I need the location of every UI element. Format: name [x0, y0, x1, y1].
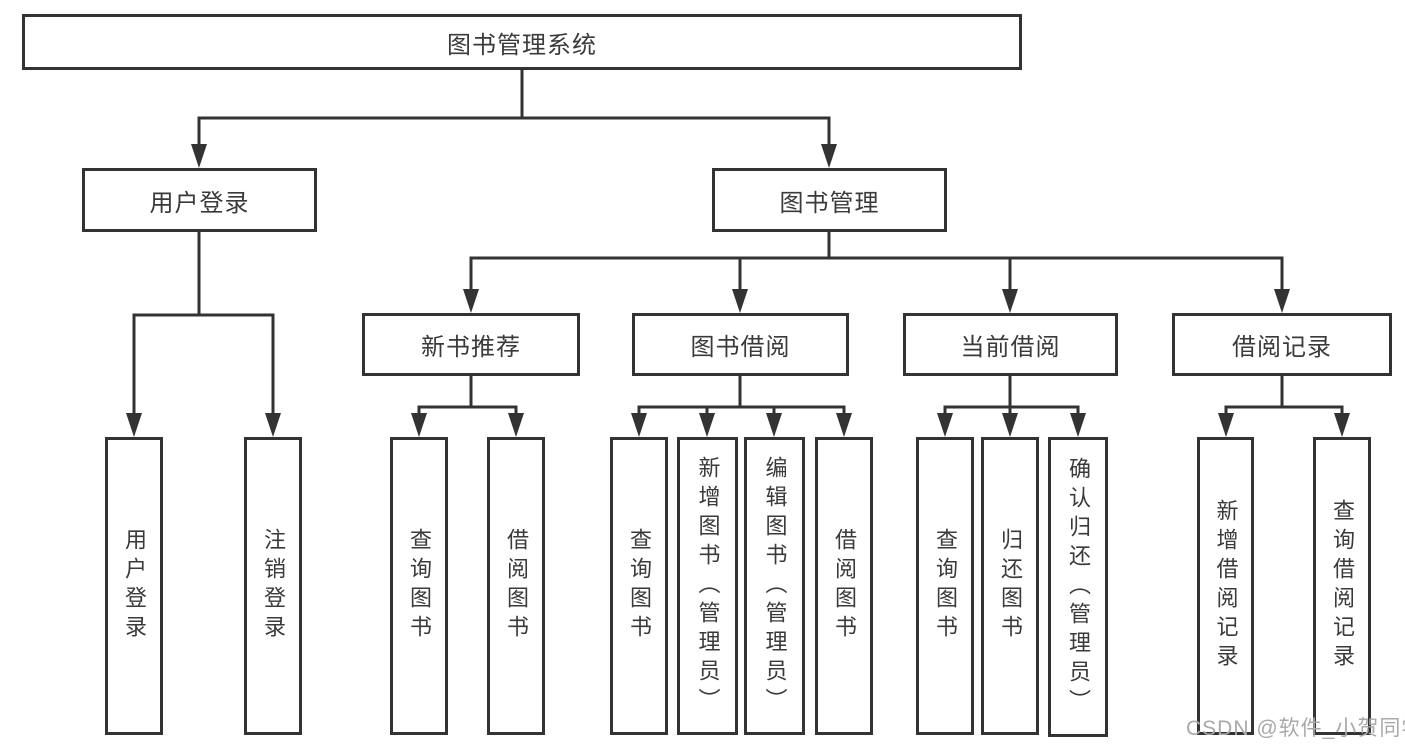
node-borrowing-query-books: 查询图书: [610, 437, 668, 735]
node-new-book-recommendation: 新书推荐: [362, 313, 580, 376]
connector-recommend-children: [417, 374, 518, 417]
node-borrowing-borrow-books: 借阅图书: [815, 437, 873, 735]
csdn-watermark: CSDN @软件_小贺同学: [1186, 717, 1405, 740]
node-library-management-system: 图书管理系统: [22, 14, 1022, 70]
node-borrowing-add-books-admin: 新增图书（管理员）: [677, 437, 738, 735]
connector-book-management-children: [469, 230, 1284, 292]
node-recommend-query-books: 查询图书: [390, 437, 448, 735]
connector-borrowing-children: [637, 374, 846, 417]
node-borrowing-edit-books-admin: 编辑图书（管理员）: [744, 437, 805, 735]
connector-user-login-children: [132, 230, 275, 417]
node-records-add-record: 新增借阅记录: [1197, 437, 1254, 735]
node-logout-leaf: 注销登录: [244, 437, 302, 735]
connector-current-children: [943, 374, 1080, 417]
node-current-query-books: 查询图书: [916, 437, 974, 735]
node-borrowing-records: 借阅记录: [1172, 313, 1392, 376]
node-user-login-leaf: 用户登录: [105, 437, 163, 735]
node-current-return-books: 归还图书: [981, 437, 1039, 735]
node-book-management: 图书管理: [712, 168, 947, 232]
arrowheads: [126, 144, 1350, 437]
connector-root-to-level2: [197, 69, 831, 148]
node-records-query-record: 查询借阅记录: [1313, 437, 1371, 735]
connector-records-children: [1224, 374, 1344, 417]
node-user-login: 用户登录: [82, 168, 317, 232]
node-recommend-borrow-books: 借阅图书: [487, 437, 545, 735]
node-current-borrowing: 当前借阅: [903, 313, 1118, 376]
node-current-confirm-return-admin: 确认归还（管理员）: [1048, 437, 1108, 737]
node-book-borrowing: 图书借阅: [632, 313, 849, 376]
